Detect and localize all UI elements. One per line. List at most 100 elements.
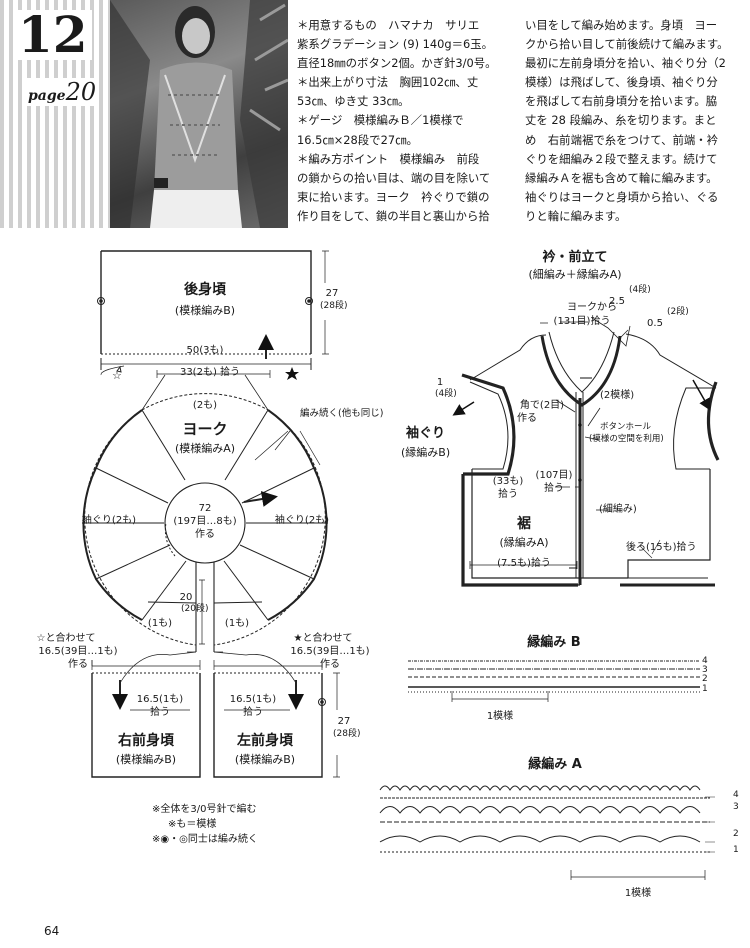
edging-b-repeat: 1模様 [486, 711, 514, 722]
sleeve-edge-width: 1 [436, 377, 444, 388]
yoke-note: 編み続く(他も同じ) [300, 408, 384, 419]
corner-note-2: 作る [517, 413, 537, 424]
collar-width-rows: (4段) [629, 285, 651, 295]
text-line: 縁編みＡを裾も含めて輪に編みます。 [525, 170, 718, 185]
yoke-front-right: (1も) [224, 618, 250, 629]
armhole-pickup-2: 拾う [498, 489, 518, 500]
finishing-title: 衿・前立て [542, 250, 608, 265]
corner-note: 角で(2目) [519, 400, 565, 411]
back-pickup-label: 33(2も) 拾う [179, 367, 241, 378]
left-front-height: 27 [337, 716, 351, 727]
edging-b-row: 1 [702, 684, 708, 694]
text-line: を飛ばして右前身頃分を拾います。脇 [525, 94, 718, 109]
yoke-pattern: (模様編みA) [174, 442, 236, 455]
back-height-label: 27 [325, 288, 339, 299]
finishing-outline [461, 331, 720, 587]
back-width-label: 50(3も) [186, 345, 224, 356]
page-ref-number: 20 [65, 78, 97, 106]
front-pickup-2: 拾う [544, 483, 564, 494]
note-1: ※全体を3/0号針で編む [152, 804, 257, 815]
left-front-pickup-2: 拾う [243, 707, 263, 718]
pattern-number: 12 [14, 10, 92, 60]
text-line: 紫系グラデーション (9) 140g＝6玉。 [297, 37, 494, 52]
text-line: 作り目をして、鎖の半目と裏山から拾 [297, 208, 490, 223]
text-line: クから拾い目して前後続けて編みます。 [525, 37, 729, 52]
yoke-side-rows: (20段) [181, 604, 209, 614]
text-line: 丈を 28 段編み、糸を切ります。まと [525, 113, 717, 128]
left-front-panel [213, 673, 323, 778]
band-width: 0.5 [647, 318, 663, 329]
edging-a-row: 2 [733, 829, 739, 839]
note-2: ※も＝模様 [168, 819, 217, 830]
text-line: 最初に左前身頃分を拾い、袖ぐり分（2 [525, 56, 726, 71]
motif-label: (2模様) [600, 390, 635, 401]
text-line: 53㎝、ゆき丈 33㎝。 [297, 94, 410, 109]
hem-pattern: (縁編みA) [499, 536, 549, 549]
join-marker [97, 297, 105, 305]
page-reference: page20 [26, 78, 99, 106]
star-marker-outline: ☆ [112, 369, 122, 382]
yoke-side-label: 20 [179, 592, 193, 603]
right-front-pattern: (模様編みB) [115, 753, 177, 766]
back-panel [100, 250, 312, 354]
text-line: ＊用意するもの ハマナカ サリエ [297, 18, 480, 32]
page-number: 64 [44, 924, 60, 938]
buttonhole-label: ボタンホール [600, 422, 652, 432]
single-crochet-label: (細編み) [599, 504, 637, 515]
edging-a-row: 4 [733, 790, 739, 800]
left-front-name: 左前身頃 [237, 733, 293, 749]
yoke-pickup-label-2: (131目)拾う [553, 316, 611, 327]
text-line: い目をして編み始めます。身頃 ヨー [525, 18, 718, 32]
text-line: りと輪に編みます。 [525, 208, 627, 223]
right-front-make: 作る [68, 659, 88, 670]
yoke-sleeve-right: 袖ぐり(2も) [274, 515, 330, 526]
left-front-join: ★と合わせて [293, 633, 353, 644]
text-line: 直径18㎜のボタン2個。かぎ針3/0号。 [297, 56, 497, 71]
hem-pickup: (7.5も)拾う [497, 558, 551, 569]
front-pickup: (107目) [535, 470, 573, 481]
edging-b-chart [408, 660, 700, 702]
yoke-sleeve-left: 袖ぐり(2も) [81, 515, 137, 526]
text-line: め 右前端裾で糸をつけて、前端・衿 [525, 132, 719, 147]
instructions-column-2: い目をして編み始めます。身頃 ヨー クから拾い目して前後続けて編みます。 最初に… [525, 16, 729, 226]
star-marker-solid [285, 367, 299, 380]
right-front-size: 16.5(39目…1も) [38, 646, 118, 657]
left-front-size: 16.5(39目…1も) [290, 646, 370, 657]
collar-width: 2.5 [609, 296, 625, 307]
yoke-top-label: (2も) [192, 400, 218, 411]
edging-a-repeat: 1模様 [624, 888, 652, 899]
armhole-pickup: (33も) [492, 476, 524, 487]
text-line: ぐりを細編み２段で整えます。続けて [525, 151, 718, 166]
right-front-pickup: 16.5(1も) [136, 694, 184, 705]
right-front-panel [91, 673, 201, 778]
yoke-front-left: (1も) [147, 618, 173, 629]
edging-b-title: 縁編み B [527, 635, 581, 650]
join-marker [305, 297, 313, 305]
edging-b-row: 3 [702, 665, 708, 675]
left-front-pickup: 16.5(1も) [229, 694, 277, 705]
buttonhole-marker [578, 478, 582, 482]
text-line: の鎖からの拾い目は、端の目を除いて [297, 170, 491, 185]
text-line: 模様）は飛ばして、後身頃、袖ぐり分 [525, 75, 718, 90]
armhole-pattern: (縁編みB) [401, 446, 451, 459]
text-line: ＊出来上がり寸法 胸囲102㎝、丈 [297, 75, 479, 90]
edging-a-row: 3 [733, 802, 739, 812]
text-line: ＊編み方ポイント 模様編み 前段 [297, 151, 480, 166]
sleeve-edge-rows: (4段) [435, 389, 457, 399]
note-3: ※◉・◎同士は編み続く [152, 834, 258, 845]
photo-illustration [110, 0, 288, 228]
text-line: 袖ぐりはヨークと身頃から拾い、ぐる [525, 189, 719, 204]
model-photo [110, 0, 288, 228]
edging-a-chart [379, 785, 715, 880]
left-front-pattern: (模様編みB) [234, 753, 296, 766]
buttonhole-marker [578, 423, 582, 427]
armhole-name: 袖ぐり [406, 426, 446, 441]
page-label: page [28, 88, 66, 104]
right-front-pickup-2: 拾う [150, 707, 170, 718]
collar-stitches: (197目…8も) [173, 516, 237, 527]
edging-a-row: 1 [733, 845, 739, 855]
left-front-make: 作る [320, 659, 340, 670]
collar-size: 72 [198, 503, 212, 514]
back-height-rows: (28段) [320, 301, 348, 311]
